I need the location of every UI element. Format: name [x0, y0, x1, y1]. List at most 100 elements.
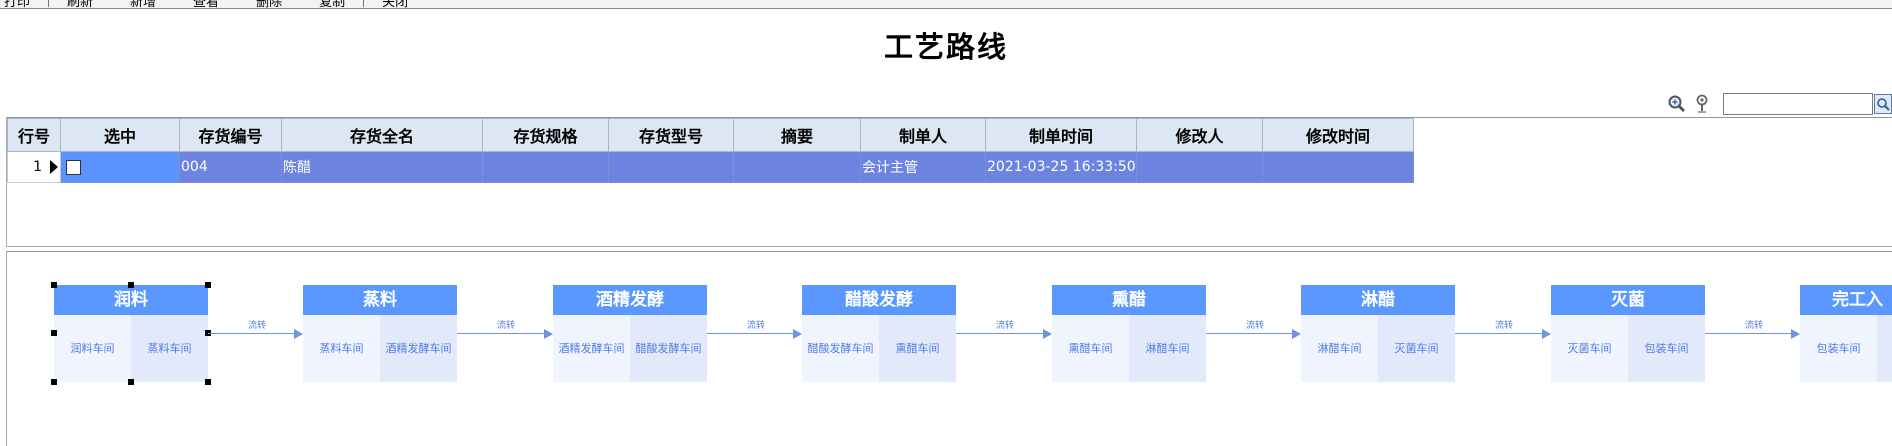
column-header[interactable]: 制单人	[860, 118, 986, 152]
flow-arrow[interactable]: 流转	[1455, 321, 1551, 339]
row-checkbox[interactable]	[66, 159, 81, 175]
flow-node[interactable]: 蒸料 蒸料车间 酒精发酵车间	[303, 285, 457, 382]
flow-arrow-line	[956, 333, 1044, 334]
column-header[interactable]: 行号	[7, 118, 61, 152]
selection-handle[interactable]	[205, 282, 211, 288]
flow-arrow-line	[208, 333, 295, 334]
refresh-button[interactable]: 刷新	[67, 0, 94, 9]
spec-cell	[482, 151, 609, 183]
flow-arrow-label: 流转	[1246, 321, 1265, 331]
flow-arrow-head	[1542, 329, 1551, 339]
flow-node-title: 醋酸发酵	[802, 285, 956, 315]
code-cell: 004	[179, 151, 282, 183]
flow-arrow-line	[1455, 333, 1543, 334]
flow-arrow-head	[1043, 329, 1052, 339]
column-header[interactable]: 修改人	[1136, 118, 1263, 152]
modifier-cell	[1136, 151, 1263, 183]
flow-arrow[interactable]: 流转	[707, 321, 802, 339]
column-header[interactable]: 制单时间	[985, 118, 1137, 152]
search-input[interactable]	[1723, 93, 1873, 115]
selection-handle[interactable]	[51, 330, 57, 336]
column-header[interactable]: 存货型号	[608, 118, 734, 152]
column-header[interactable]: 摘要	[733, 118, 861, 152]
toolbar: 打印 刷新 新增 查看 删除 复制 关闭	[0, 0, 1892, 9]
flow-node-title: 完工入	[1800, 285, 1892, 315]
flow-node-to-workshop: 酒精发酵车间	[380, 315, 457, 382]
flow-arrow-line	[1206, 333, 1293, 334]
flow-arrow-line	[707, 333, 794, 334]
search-bar	[1667, 92, 1892, 116]
toolbar-gap	[174, 0, 175, 7]
select-cell[interactable]	[60, 151, 180, 183]
modified-at-cell	[1262, 151, 1414, 183]
flow-node-from-workshop: 灭菌车间	[1551, 315, 1628, 382]
flow-arrow[interactable]: 流转	[956, 321, 1052, 339]
locate-pin-icon[interactable]	[1695, 94, 1709, 114]
summary-cell	[733, 151, 861, 183]
flow-arrow[interactable]: 流转	[208, 321, 303, 339]
selection-handle[interactable]	[128, 282, 134, 288]
flow-arrow-label: 流转	[1745, 321, 1764, 331]
selection-handle[interactable]	[128, 379, 134, 385]
row-number: 1	[33, 159, 42, 175]
flow-node-to-workshop: 熏醋车间	[879, 315, 956, 382]
flow-node-from-workshop: 熏醋车间	[1052, 315, 1129, 382]
creator-cell: 会计主管	[860, 151, 986, 183]
zoom-icon[interactable]	[1667, 94, 1687, 114]
column-header[interactable]: 存货规格	[482, 118, 609, 152]
selection-handle[interactable]	[51, 379, 57, 385]
flow-node-to-workshop: 灭菌车间	[1378, 315, 1455, 382]
selection-handle[interactable]	[205, 379, 211, 385]
flow-node[interactable]: 完工入 包装车间	[1800, 285, 1892, 382]
flow-node-from-workshop: 酒精发酵车间	[553, 315, 630, 382]
flow-node-title: 灭菌	[1551, 285, 1705, 315]
flow-node[interactable]: 灭菌 灭菌车间 包装车间	[1551, 285, 1705, 382]
selection-handle[interactable]	[51, 282, 57, 288]
created-at-cell: 2021-03-25 16:33:50	[985, 151, 1137, 183]
column-header[interactable]: 选中	[60, 118, 180, 152]
flow-node[interactable]: 淋醋 淋醋车间 灭菌车间	[1301, 285, 1455, 382]
name-cell: 陈醋	[281, 151, 483, 183]
flow-node[interactable]: 润料 润料车间 蒸料车间	[54, 285, 208, 382]
flow-arrow-head	[294, 329, 303, 339]
flow-node[interactable]: 酒精发酵 酒精发酵车间 醋酸发酵车间	[553, 285, 707, 382]
flow-arrow-label: 流转	[248, 321, 267, 331]
flow-arrow-head	[1791, 329, 1800, 339]
flow-node[interactable]: 熏醋 熏醋车间 淋醋车间	[1052, 285, 1206, 382]
search-icon[interactable]	[1874, 94, 1892, 114]
column-header[interactable]: 存货全名	[281, 118, 483, 152]
toolbar-separator	[363, 0, 365, 7]
grid-header-row: 行号 选中 存货编号 存货全名 存货规格 存货型号 摘要 制单人 制单时间 修改…	[7, 118, 1414, 152]
print-button[interactable]: 打印	[4, 0, 31, 9]
flow-node-from-workshop: 醋酸发酵车间	[802, 315, 879, 382]
toolbar-gap	[237, 0, 238, 7]
delete-button[interactable]: 删除	[256, 0, 283, 9]
table-row[interactable]: 1 004 陈醋 会计主管 2021-03-25 16:33:50	[7, 151, 1414, 183]
flow-arrow[interactable]: 流转	[1705, 321, 1800, 339]
page-title: 工艺路线	[883, 30, 1008, 64]
copy-button[interactable]: 复制	[319, 0, 346, 9]
flow-node-to-workshop: 包装车间	[1628, 315, 1705, 382]
flow-node-title: 蒸料	[303, 285, 457, 315]
row-pointer-icon	[50, 160, 58, 174]
flow-arrow-label: 流转	[497, 321, 516, 331]
view-button[interactable]: 查看	[193, 0, 220, 9]
flow-node-title: 淋醋	[1301, 285, 1455, 315]
flow-node-to-workshop: 蒸料车间	[131, 315, 208, 382]
flow-node-from-workshop: 包装车间	[1800, 315, 1877, 382]
new-button[interactable]: 新增	[130, 0, 157, 9]
flow-arrow[interactable]: 流转	[1206, 321, 1301, 339]
flow-arrow-label: 流转	[996, 321, 1015, 331]
model-cell	[608, 151, 734, 183]
flow-node-from-workshop: 润料车间	[54, 315, 131, 382]
flow-arrow[interactable]: 流转	[457, 321, 553, 339]
flow-node-title: 熏醋	[1052, 285, 1206, 315]
flow-arrow-line	[457, 333, 545, 334]
flow-node[interactable]: 醋酸发酵 醋酸发酵车间 熏醋车间	[802, 285, 956, 382]
column-header[interactable]: 修改时间	[1262, 118, 1414, 152]
process-flow-panel: 润料 润料车间 蒸料车间 流转 蒸料 蒸料车间 酒精发酵车间 流转 酒精发酵 酒…	[6, 251, 1892, 446]
toolbar-gap	[300, 0, 301, 7]
close-button[interactable]: 关闭	[382, 0, 409, 9]
column-header[interactable]: 存货编号	[179, 118, 282, 152]
toolbar-gap	[111, 0, 112, 7]
